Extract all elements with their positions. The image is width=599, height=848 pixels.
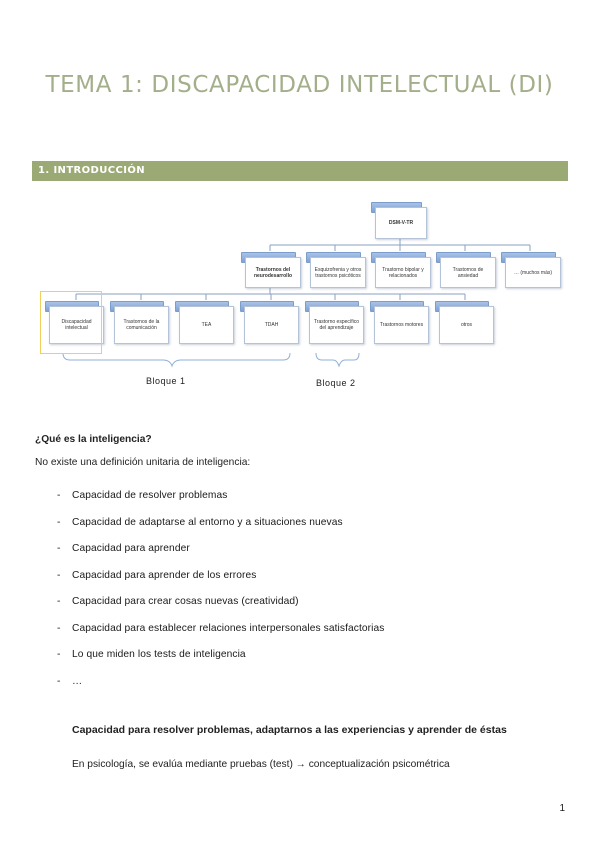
list-item: Capacidad de adaptarse al entorno y a si… [72,517,343,528]
diagram-node-bipolar: Trastorno bipolar y relacionados [371,252,431,288]
list-item: Capacidad de resolver problemas [72,490,228,501]
list-item: Capacidad para aprender [72,543,190,554]
bloque-1-label: Bloque 1 [146,376,186,386]
section-header: 1. INTRODUCCIÓN [32,161,568,181]
list-item: … [72,676,83,687]
diagram-node-motores: Trastornos motores [370,301,429,344]
diagram-node-root: DSM-V-TR [371,202,427,239]
psychometric-text: En psicología, se evalúa mediante prueba… [72,759,450,770]
list-item: Capacidad para establecer relaciones int… [72,623,385,634]
intro-text: No existe una definición unitaria de int… [35,457,251,468]
bullet-marker: - [57,543,61,554]
definition-text: Capacidad para resolver problemas, adapt… [72,724,507,736]
diagram-node-esquizofrenia: Esquizofrenia y otros trastornos psicóti… [306,252,366,288]
bullet-marker: - [57,623,61,634]
list-item: Capacidad para aprender de los errores [72,570,257,581]
diagram-node-comunicacion: Trastornos de la comunicación [110,301,169,344]
diagram-node-tea: TEA [175,301,234,344]
bullet-marker: - [57,676,61,687]
bloque-2-label: Bloque 2 [316,378,356,388]
bullet-marker: - [57,596,61,607]
diagram-node-tdah: TDAH [240,301,299,344]
bullet-marker: - [57,649,61,660]
diagram-node-discapacidad-intelectual: Discapacidad intelectual [45,301,104,344]
highlight-box [40,291,102,354]
bullet-marker: - [57,570,61,581]
page-title: TEMA 1: DISCAPACIDAD INTELECTUAL (DI) [45,72,554,98]
page-number: 1 [559,803,565,814]
diagram-node-otros: otros [435,301,494,344]
list-item: Capacidad para crear cosas nuevas (creat… [72,596,299,607]
bullet-marker: - [57,490,61,501]
question-heading: ¿Qué es la inteligencia? [35,434,152,445]
diagram-node-ansiedad: Trastornos de ansiedad [436,252,496,288]
list-item: Lo que miden los tests de inteligencia [72,649,246,660]
diagram-node-muchos-mas: … (muchos más) [501,252,561,288]
bullet-marker: - [57,517,61,528]
diagram-node-aprendizaje: Trastorno específico del aprendizaje [305,301,364,344]
diagram-node-neurodesarrollo: Trastornos del neurodesarrollo [241,252,301,288]
